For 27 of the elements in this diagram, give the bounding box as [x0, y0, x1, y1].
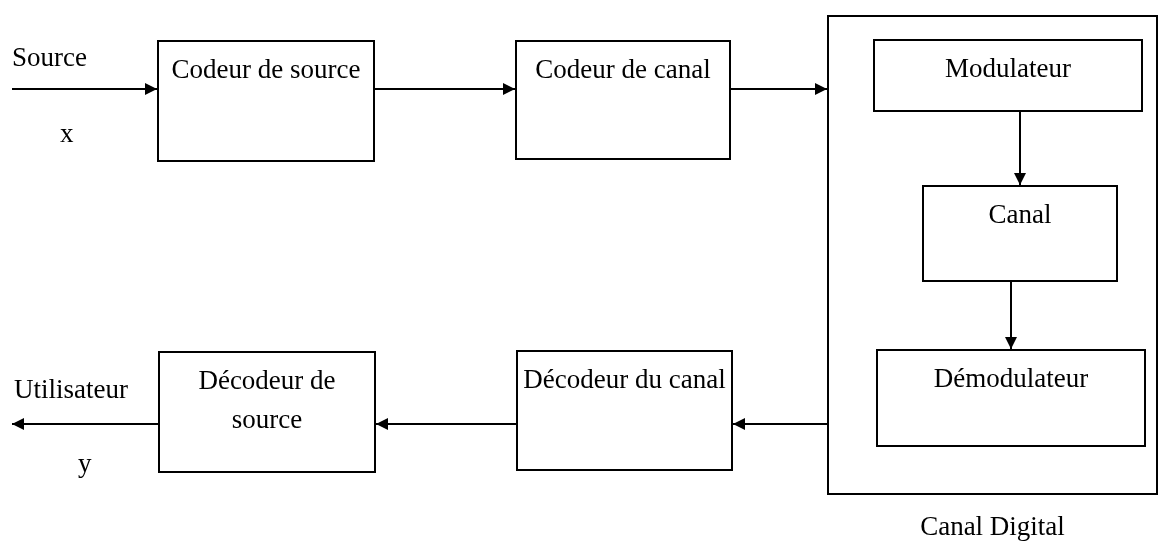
process-box: [157, 40, 375, 162]
box-label: Canal: [988, 198, 1052, 231]
process-box: [158, 351, 376, 473]
arrow: [11, 83, 158, 95]
signal-name: y: [78, 450, 92, 477]
arrow: [1014, 111, 1026, 186]
endpoint-label: Source: [12, 44, 87, 71]
group-caption: Canal Digital: [919, 513, 1066, 540]
endpoint-label: Utilisateur: [14, 376, 128, 403]
arrow: [374, 83, 516, 95]
box-label: Démodulateur: [933, 362, 1089, 395]
process-box: [873, 39, 1143, 112]
arrow: [375, 418, 517, 430]
box-label: Codeur de source: [171, 53, 361, 86]
arrow: [11, 418, 159, 430]
arrow: [730, 83, 828, 95]
arrow: [1005, 281, 1017, 350]
process-box: [515, 40, 731, 160]
process-box: [922, 185, 1118, 282]
signal-name: x: [60, 120, 74, 147]
arrow: [732, 418, 828, 430]
process-box: [876, 349, 1146, 447]
process-box: [516, 350, 733, 471]
box-label: Codeur de canal: [535, 53, 711, 86]
box-label: Décodeur de source: [197, 364, 337, 437]
box-label: Modulateur: [945, 52, 1071, 85]
box-label: Décodeur du canal: [523, 363, 726, 396]
